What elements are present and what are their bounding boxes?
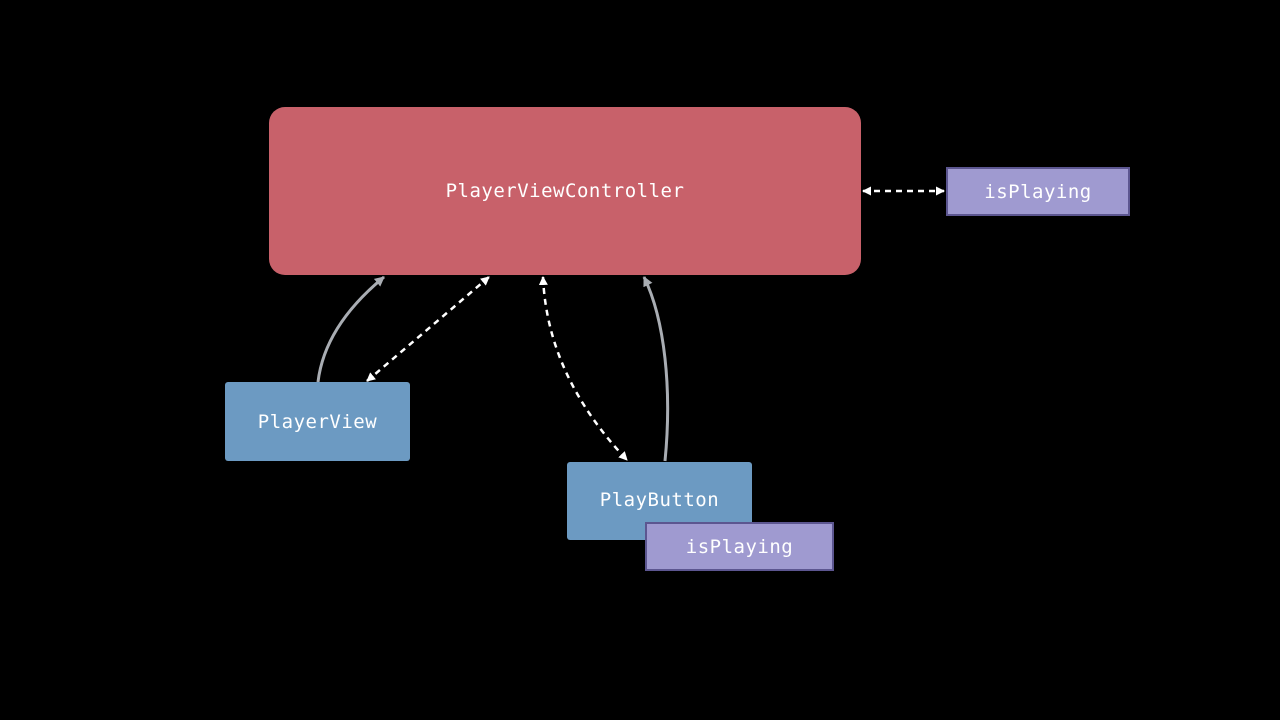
player-view-controller-node: PlayerViewController <box>269 107 861 275</box>
controller-is-playing-state-node: isPlaying <box>946 167 1130 216</box>
controller-is-playing-label: isPlaying <box>984 180 1092 203</box>
player-view-label: PlayerView <box>257 410 378 433</box>
player-view-node: PlayerView <box>225 382 410 461</box>
play-button-is-playing-state-node: isPlaying <box>645 522 834 571</box>
playbutton-controller-dashed-arrow <box>538 276 628 461</box>
playerview-to-controller-arrow <box>316 275 385 383</box>
play-button-is-playing-label: isPlaying <box>685 535 794 558</box>
playbutton-to-controller-arrow <box>642 276 670 462</box>
player-view-controller-label: PlayerViewController <box>445 180 685 202</box>
play-button-label: PlayButton <box>599 489 720 511</box>
playerview-controller-dashed-arrow <box>366 276 490 382</box>
